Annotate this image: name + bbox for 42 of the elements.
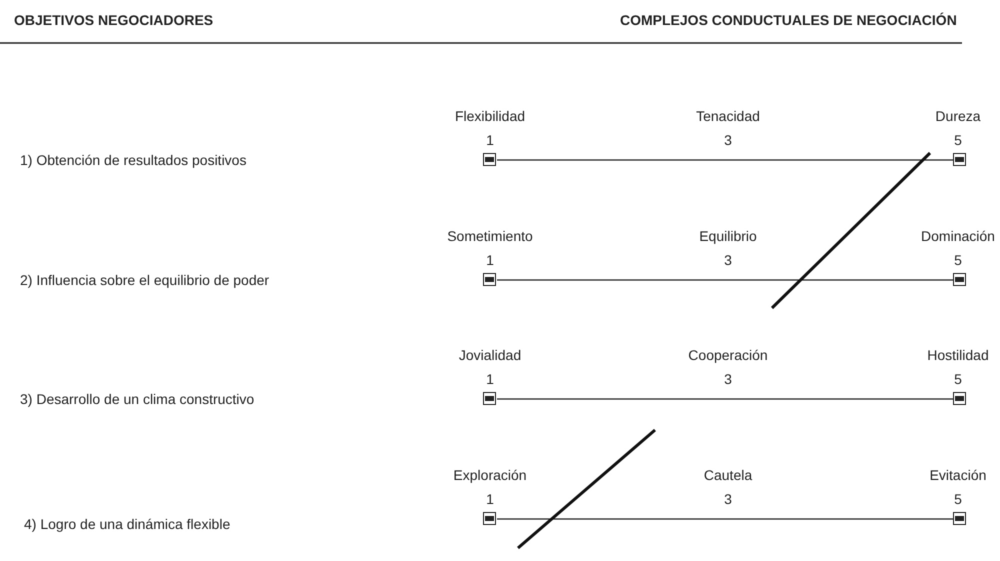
- scale-line: [497, 159, 953, 161]
- scale-term: Cooperación: [688, 347, 768, 363]
- scale-term: Dureza: [935, 108, 981, 124]
- scale-endpoint-marker: [483, 512, 496, 525]
- scale-term: Dominación: [921, 228, 995, 244]
- scale-term: Sometimiento: [447, 228, 533, 244]
- scale-endpoint-marker: [483, 273, 496, 286]
- scale-term: Evitación: [930, 467, 986, 483]
- scale-term: Exploración: [453, 467, 527, 483]
- scale-endpoint-marker: [953, 153, 966, 166]
- scale-term: Hostilidad: [927, 347, 989, 363]
- column-heading: OBJETIVOS NEGOCIADORES: [14, 12, 214, 28]
- scale-number: 1: [486, 132, 494, 148]
- scale-number: 3: [724, 252, 732, 268]
- scale-line: [497, 518, 953, 520]
- scale-line: [497, 279, 953, 281]
- scale-number: 3: [724, 371, 732, 387]
- scale-line: [497, 398, 953, 400]
- scale-term: Tenacidad: [696, 108, 760, 124]
- scale-endpoint-marker: [953, 512, 966, 525]
- scale-number: 3: [724, 132, 732, 148]
- scale-term: Flexibilidad: [454, 108, 526, 124]
- objective-text: 1) Obtención de resultados positivos: [20, 152, 246, 168]
- scale-term: Cautela: [704, 467, 752, 483]
- column-heading: COMPLEJOS CONDUCTUALES DE NEGOCIACIÓN: [620, 12, 957, 28]
- scale-number: 1: [486, 491, 494, 507]
- scale-endpoint-marker: [953, 273, 966, 286]
- scale-number: 5: [954, 132, 962, 148]
- scale-term: Equilibrio: [699, 228, 757, 244]
- scale-number: 1: [486, 252, 494, 268]
- scale-endpoint-marker: [953, 392, 966, 405]
- scale-number: 3: [724, 491, 732, 507]
- objective-text: 4) Logro de una dinámica flexible: [24, 516, 230, 532]
- scale-number: 5: [954, 371, 962, 387]
- scale-number: 5: [954, 491, 962, 507]
- scale-number: 5: [954, 252, 962, 268]
- scale-number: 1: [486, 371, 494, 387]
- scale-endpoint-marker: [483, 153, 496, 166]
- objective-text: 2) Influencia sobre el equilibrio de poder: [20, 272, 270, 288]
- scale-endpoint-marker: [483, 392, 496, 405]
- objective-text: 3) Desarrollo de un clima constructivo: [20, 391, 254, 407]
- scale-term: Jovialidad: [458, 347, 522, 363]
